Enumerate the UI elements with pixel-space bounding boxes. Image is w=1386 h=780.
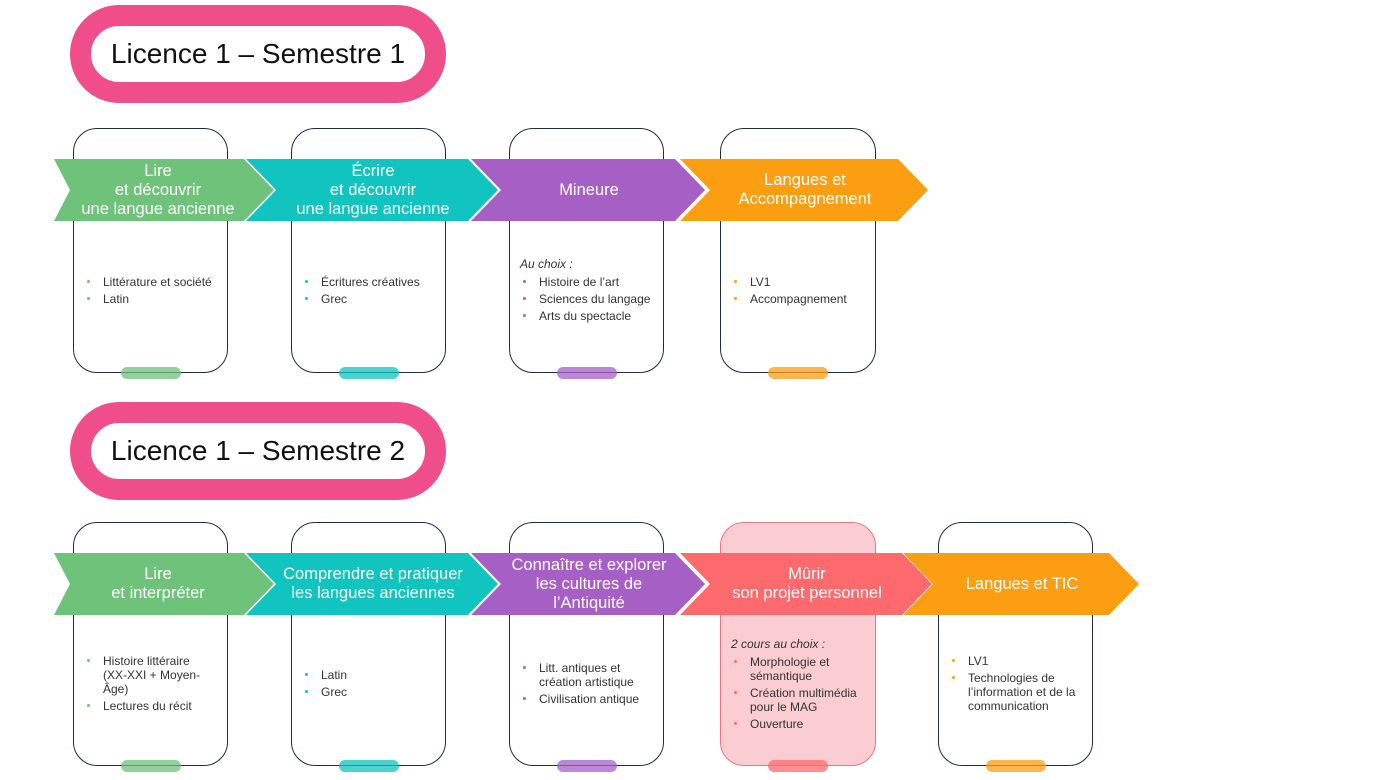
semester-title: Licence 1 – Semestre 1 xyxy=(70,5,446,103)
module-arrow-mineure: Mineure xyxy=(471,159,705,221)
course-item: Morphologie et sémantique xyxy=(733,655,865,683)
module-arrow-line: Langues et TIC xyxy=(965,574,1079,593)
course-item: Histoire de l’art xyxy=(522,275,653,289)
module-arrow-line: les langues anciennes xyxy=(291,584,455,602)
module-arrow-line: Lire xyxy=(144,565,172,583)
course-list-intro: 2 cours au choix : xyxy=(731,636,826,651)
card-tab xyxy=(120,367,181,379)
module-arrow-line: Écrire xyxy=(351,161,395,180)
module-arrow-line: et découvrir xyxy=(329,180,417,199)
module-arrow-line: Lire xyxy=(144,161,172,180)
module-arrow-line: Comprendre et pratiquer xyxy=(283,565,463,583)
module-arrow-line: Mûrir xyxy=(788,565,826,583)
course-item: Sciences du langage xyxy=(522,292,653,306)
course-list: 2 cours au choix : Morphologie et sémanti… xyxy=(721,619,875,751)
course-item: LV1 xyxy=(733,275,865,289)
course-item: Création multimédia pour le MAG xyxy=(733,686,865,714)
card-tab xyxy=(556,760,617,772)
course-card: 2 cours au choix : Morphologie et sémanti… xyxy=(720,522,876,772)
module-arrow-line: Connaître et explorer xyxy=(511,555,667,574)
module-arrow-label: Langues et TIC xyxy=(966,575,1079,594)
course-item: Grec xyxy=(304,292,435,306)
module-arrow-line: Accompagnement xyxy=(738,190,872,208)
course-item: Écritures créatives xyxy=(304,275,435,289)
card-tab xyxy=(338,367,399,379)
course-list: Histoire littéraire (XX-XXI + Moyen-Âge)… xyxy=(74,619,227,751)
card-tab xyxy=(768,367,828,379)
card-tab xyxy=(338,760,399,772)
module-arrow-line: et interpréter xyxy=(111,584,205,602)
module-arrow-line: son projet personnel xyxy=(732,584,882,602)
course-item: Ouverture xyxy=(733,717,865,731)
module-arrow-line: Langues et xyxy=(764,171,846,189)
course-item: Lectures du récit xyxy=(86,699,217,713)
module-arrow-line: et découvrir xyxy=(114,180,202,199)
module-arrow-line: une langue ancienne xyxy=(81,199,235,218)
course-item: LV1 xyxy=(951,654,1082,668)
module-arrow-line: une langue ancienne xyxy=(296,199,450,218)
module-arrow-label: Mineure xyxy=(559,181,619,200)
semester-title-text: Licence 1 – Semestre 1 xyxy=(110,38,406,69)
course-item: Latin xyxy=(86,292,217,306)
module-arrow-line: Mineure xyxy=(559,180,619,199)
course-item: Grec xyxy=(304,685,435,699)
module-arrow-tic: Langues et TIC xyxy=(903,553,1139,615)
course-item: Accompagnement xyxy=(733,292,865,306)
card-tab xyxy=(120,760,181,772)
card-tab xyxy=(985,760,1046,772)
course-item: Arts du spectacle xyxy=(522,309,653,323)
course-list-intro: Au choix : xyxy=(520,257,573,271)
course-item: Latin xyxy=(304,668,435,682)
card-tab xyxy=(768,760,828,772)
course-items: Histoire littéraire (XX-XXI + Moyen-Âge)… xyxy=(74,654,227,716)
card-tab xyxy=(556,367,617,379)
course-item: Histoire littéraire (XX-XXI + Moyen-Âge) xyxy=(86,654,217,696)
course-item: Littérature et société xyxy=(86,275,217,289)
course-item: Technologies de l’information et de la c… xyxy=(951,671,1082,713)
course-item: Civilisation antique xyxy=(522,692,653,706)
semester-title: Licence 1 – Semestre 2 xyxy=(70,402,446,500)
course-item: Litt. antiques et création artistique xyxy=(522,661,653,689)
semester-title-text: Licence 1 – Semestre 2 xyxy=(110,435,406,466)
module-arrow-line: les cultures de l’Antiquité xyxy=(535,574,643,612)
